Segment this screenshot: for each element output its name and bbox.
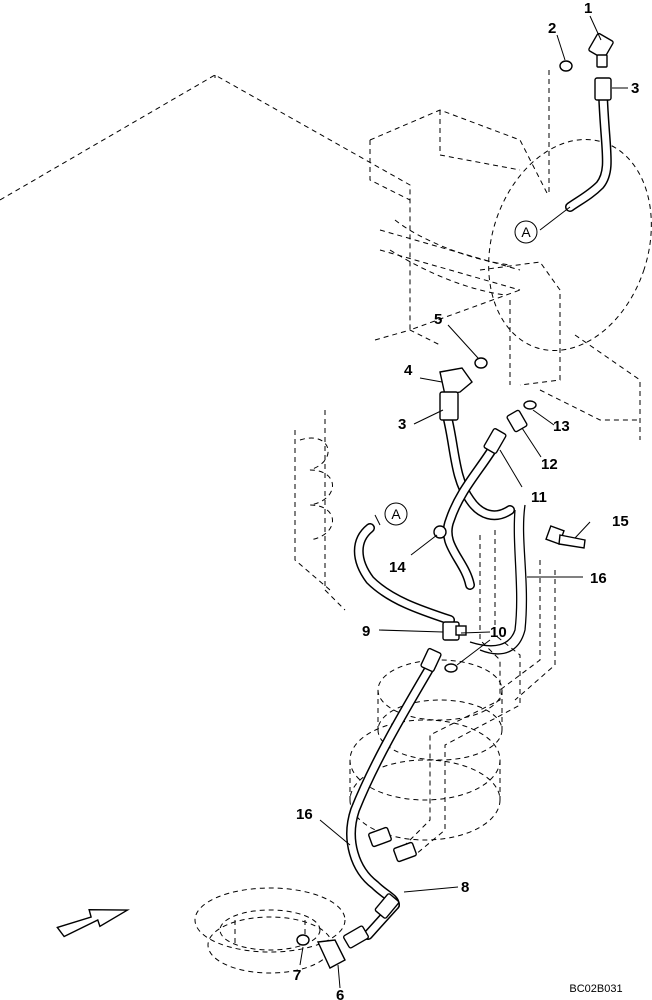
callout-14: 14 — [389, 559, 406, 576]
leader-lines — [299, 15, 628, 989]
callout-numbers: 1 2 3 5 4 3 13 12 11 15 14 16 9 10 16 8 … — [293, 0, 639, 1000]
front-direction-arrow-icon — [56, 909, 130, 938]
adapter-12 — [506, 409, 528, 433]
callout-1: 1 — [584, 0, 592, 17]
callout-3-mid: 3 — [398, 416, 406, 433]
machine-outline — [0, 70, 652, 974]
callout-7: 7 — [293, 967, 301, 984]
callout-6: 6 — [336, 987, 344, 1000]
hose-end-8-top — [420, 647, 442, 673]
tee-fitting-9 — [442, 621, 467, 641]
detail-reference-a-mid: A — [384, 502, 408, 526]
callout-16-upper: 16 — [590, 570, 607, 587]
callout-16-lower: 16 — [296, 806, 313, 823]
callout-2: 2 — [548, 20, 556, 37]
svg-text:A: A — [391, 506, 401, 522]
callout-4: 4 — [404, 362, 413, 379]
callout-13: 13 — [553, 418, 570, 435]
callout-9: 9 — [362, 623, 370, 640]
svg-text:A: A — [521, 224, 531, 240]
elbow-fitting-1 — [588, 32, 614, 68]
callout-15: 15 — [612, 513, 629, 530]
o-ring-10 — [444, 663, 458, 673]
hoses — [346, 90, 612, 940]
bolt-15 — [545, 525, 586, 549]
callout-3-top: 3 — [631, 80, 639, 97]
callout-12: 12 — [541, 456, 558, 473]
o-ring-7 — [296, 934, 310, 946]
o-ring-5 — [474, 357, 488, 369]
callout-10: 10 — [490, 624, 507, 641]
drawing-code: BC02B031 — [569, 983, 622, 995]
fittings — [296, 32, 614, 969]
o-ring-2 — [559, 60, 573, 72]
o-ring-13 — [523, 400, 537, 410]
detail-reference-a-top: A — [514, 220, 538, 244]
hose-fitting-lower-b — [393, 841, 417, 863]
callout-11: 11 — [531, 489, 547, 506]
hose-end-3-top — [594, 77, 612, 101]
callout-5: 5 — [434, 311, 442, 328]
callout-8: 8 — [461, 879, 469, 896]
elbow-fitting-6 — [316, 925, 369, 969]
elbow-fitting-4 — [439, 367, 473, 421]
hose-fitting-lower-a — [368, 826, 392, 848]
hose-end-11 — [483, 428, 507, 454]
hose-end-8-bottom — [374, 893, 400, 919]
